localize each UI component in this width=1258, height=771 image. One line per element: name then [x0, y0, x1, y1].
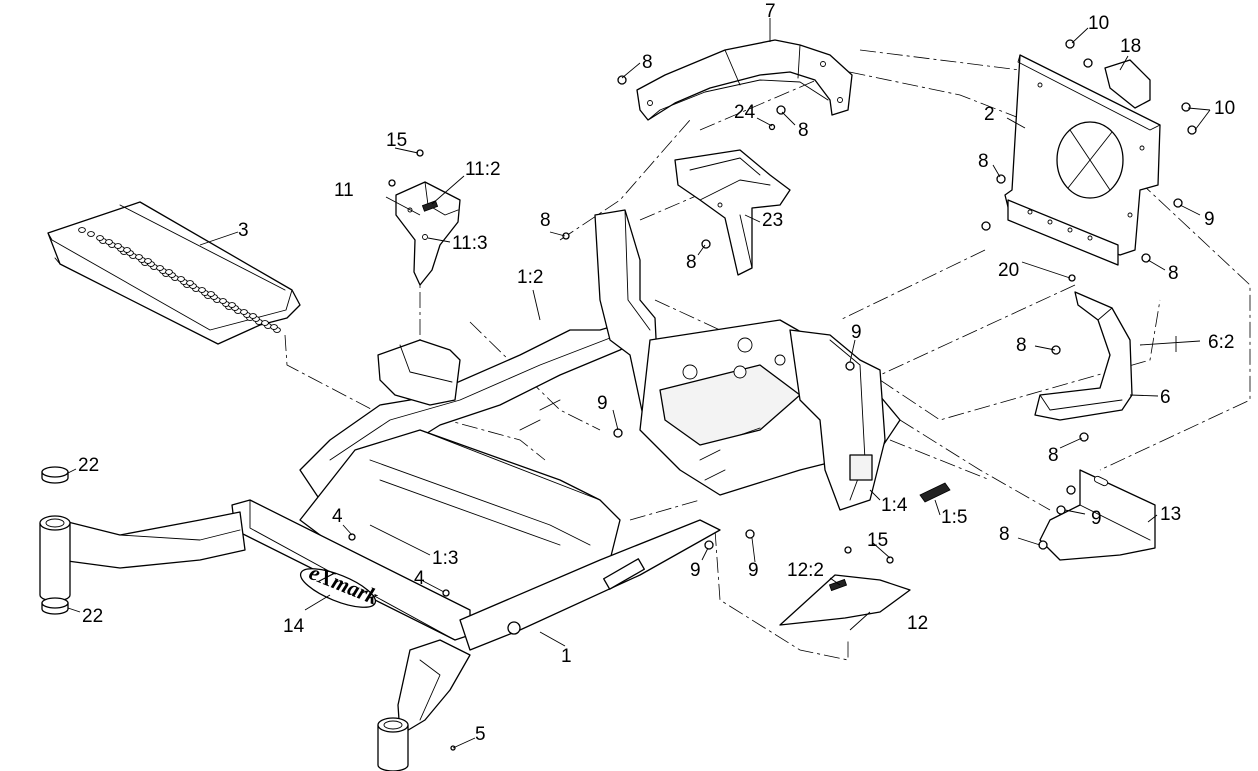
callout-8c: 8	[978, 151, 989, 172]
part-13-step-plate	[1039, 469, 1156, 561]
footplate-hole	[123, 247, 131, 253]
callout-9b: 9	[597, 393, 608, 414]
part-6-right-fender	[1034, 291, 1133, 421]
footplate-hole	[198, 287, 206, 293]
callout-labels: 1 1:2 1:3 1:4 1:5 2 3 4 4 5 6 6:2 7 8 8 …	[78, 1, 1235, 745]
callout-8i: 8	[999, 524, 1010, 545]
callout-23: 23	[762, 210, 783, 231]
callout-9c: 9	[1091, 508, 1102, 529]
part-3-perforated-footplate	[47, 201, 301, 345]
part-2-rear-panel	[1004, 54, 1161, 266]
leader-lines	[67, 18, 1211, 749]
callout-8h: 8	[1048, 445, 1059, 466]
callout-9d: 9	[1204, 209, 1215, 230]
callout-8d: 8	[540, 210, 551, 231]
footplate-hole	[228, 302, 236, 308]
callout-9e: 9	[690, 560, 701, 581]
footplate-hole	[249, 313, 257, 319]
footplate-hole	[261, 320, 269, 326]
footplate-holes	[78, 227, 281, 333]
callout-8b: 8	[798, 120, 809, 141]
callout-5: 5	[475, 724, 486, 745]
callout-1: 1	[561, 646, 572, 667]
part-1-main-frame	[39, 209, 901, 771]
callout-22b: 22	[82, 606, 103, 627]
footplate-hole	[219, 298, 227, 304]
callout-24: 24	[734, 102, 756, 123]
callout-4b: 4	[414, 568, 425, 589]
callout-6: 6	[1160, 387, 1171, 408]
footplate-hole	[177, 276, 185, 282]
callout-13: 13	[1160, 504, 1181, 525]
footplate-hole	[156, 265, 164, 271]
callout-14: 14	[283, 616, 305, 637]
footplate-hole	[105, 239, 113, 245]
part-7-rear-shield	[636, 39, 853, 121]
callout-12-2: 12:2	[787, 560, 824, 581]
callout-12: 12	[907, 613, 928, 634]
callout-11-3: 11:3	[452, 233, 488, 254]
footplate-hole	[207, 291, 215, 297]
fasteners	[348, 39, 1197, 751]
part-23-upper-bracket	[674, 149, 791, 276]
part-12-lower-plate	[779, 574, 911, 626]
callout-4a: 4	[332, 506, 343, 527]
callout-2: 2	[984, 104, 995, 125]
callout-10a: 10	[1088, 13, 1109, 34]
footplate-hole	[135, 254, 143, 260]
callout-8g: 8	[1016, 335, 1027, 356]
callout-1-5: 1:5	[941, 507, 967, 528]
footplate-hole	[87, 231, 95, 237]
callout-1-4: 1:4	[881, 495, 908, 516]
footplate-hole	[78, 227, 86, 233]
part-1-5-reflector	[919, 482, 951, 503]
callout-1-2: 1:2	[517, 267, 543, 288]
callout-18: 18	[1120, 36, 1141, 57]
callout-15a: 15	[386, 130, 407, 151]
footplate-hole	[114, 243, 122, 249]
footplate-hole	[165, 269, 173, 275]
callout-11-2: 11:2	[465, 159, 501, 180]
callout-22a: 22	[78, 455, 99, 476]
footplate-hole	[96, 235, 104, 241]
part-11-control-bracket	[395, 181, 461, 286]
callout-20: 20	[998, 260, 1019, 281]
callout-8f: 8	[1168, 263, 1179, 284]
callout-1-3: 1:3	[432, 548, 458, 569]
callout-11: 11	[334, 180, 354, 201]
callout-6-2: 6:2	[1208, 332, 1234, 353]
callout-10b: 10	[1214, 98, 1235, 119]
callout-8a: 8	[642, 52, 653, 73]
footplate-hole	[240, 309, 248, 315]
footplate-hole	[144, 258, 152, 264]
callout-7: 7	[765, 1, 776, 22]
callout-9a: 9	[851, 322, 862, 343]
footplate-hole	[186, 280, 194, 286]
callout-3: 3	[238, 220, 249, 241]
callout-8e: 8	[686, 252, 697, 273]
callout-9f: 9	[748, 560, 759, 581]
footplate-hole	[270, 324, 278, 330]
callout-15b: 15	[867, 530, 888, 551]
part-22-caster-caps	[41, 466, 69, 615]
